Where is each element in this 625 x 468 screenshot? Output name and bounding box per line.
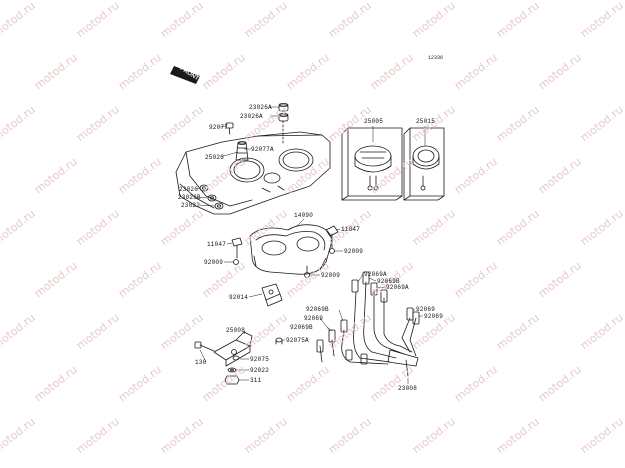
label-92069B-3: 92069B (290, 324, 313, 331)
label-92069-r1: 92069 (416, 306, 436, 313)
label-23022: 23022 (181, 202, 201, 209)
socket-bottom-3 (360, 353, 368, 365)
meter-lens-right (278, 148, 314, 172)
meter-25005-box (341, 127, 403, 201)
socket-92069B-2 (380, 289, 388, 303)
label-14090: 14090 (294, 212, 314, 219)
label-311: 311 (250, 377, 262, 384)
label-92077A: 92077A (251, 146, 274, 153)
collar-92075 (232, 355, 240, 361)
grommet-23026A-top (278, 103, 289, 112)
socket-92069A-2 (370, 282, 378, 296)
label-92069A-2: 92069A (386, 284, 409, 291)
bolt-130 (194, 341, 215, 352)
label-92075: 92075 (250, 356, 270, 363)
socket-bottom-2 (345, 349, 353, 361)
stud-25015 (420, 175, 426, 191)
label-130: 130 (195, 359, 207, 366)
label-92022: 92022 (250, 367, 270, 374)
relay-92014 (261, 283, 283, 307)
label-92069-l: 92069 (304, 315, 324, 322)
label-92077: 92077 (209, 124, 229, 131)
stud-25005 (367, 175, 379, 191)
label-92075A: 92075A (286, 337, 309, 344)
nut-92009-right (329, 248, 335, 254)
indicator-window (263, 172, 281, 184)
label-23008: 23008 (398, 385, 418, 392)
meter-case-14090 (249, 224, 332, 275)
knob-92077A (235, 141, 249, 161)
label-23026A-a: 23026A (249, 104, 272, 111)
wiring-harness-23008 (319, 281, 419, 377)
label-25015: 25015 (416, 118, 436, 125)
bracket-11047-left (231, 237, 243, 259)
speedometer-25015 (412, 145, 440, 170)
bracket-11047-right (325, 225, 339, 249)
label-11047-right: 11047 (341, 226, 361, 233)
label-92069-r2: 92069 (424, 313, 444, 320)
label-25023: 25023 (205, 154, 225, 161)
grommet-23022 (214, 202, 224, 210)
socket-92069B-3 (328, 329, 336, 343)
nut-92009-left (233, 259, 239, 265)
label-92009-right: 92009 (344, 248, 364, 255)
nut-311 (224, 375, 240, 385)
label-92069A-1: 92069A (364, 271, 387, 278)
stay-bracket-25008 (213, 331, 253, 367)
tachometer-25005 (354, 145, 392, 173)
grommet-23026 (199, 184, 209, 192)
figure-id: 12336 (428, 55, 444, 61)
screw-92077 (225, 122, 234, 135)
label-23026A-b: 23026A (240, 113, 263, 120)
label-25005: 25005 (364, 118, 384, 125)
label-25008: 25008 (226, 327, 246, 334)
label-92009-left: 92009 (204, 259, 224, 266)
label-92069B-2: 92069B (306, 306, 329, 313)
nut-92009-center (304, 265, 310, 278)
socket-92069A-1 (351, 279, 359, 293)
meter-25015-box (403, 127, 445, 201)
washer-92022 (227, 367, 237, 373)
socket-bottom-1 (316, 339, 324, 353)
label-23026B: 23026B (178, 194, 201, 201)
front-direction-tag (170, 66, 200, 84)
label-11047-left: 11047 (207, 241, 227, 248)
meter-lens-left (229, 157, 265, 183)
label-92014: 92014 (229, 294, 249, 301)
grommet-23026A-mid (278, 113, 289, 122)
socket-92069-r2 (412, 311, 420, 325)
label-92009-center: 92009 (321, 272, 341, 279)
label-92069B-1: 92069B (377, 278, 400, 285)
collar-92075A (275, 337, 283, 345)
meter-cover-25023 (175, 131, 331, 215)
grommet-23026B (207, 194, 217, 202)
label-23026: 23026 (179, 186, 199, 193)
socket-92069-l (340, 319, 348, 333)
